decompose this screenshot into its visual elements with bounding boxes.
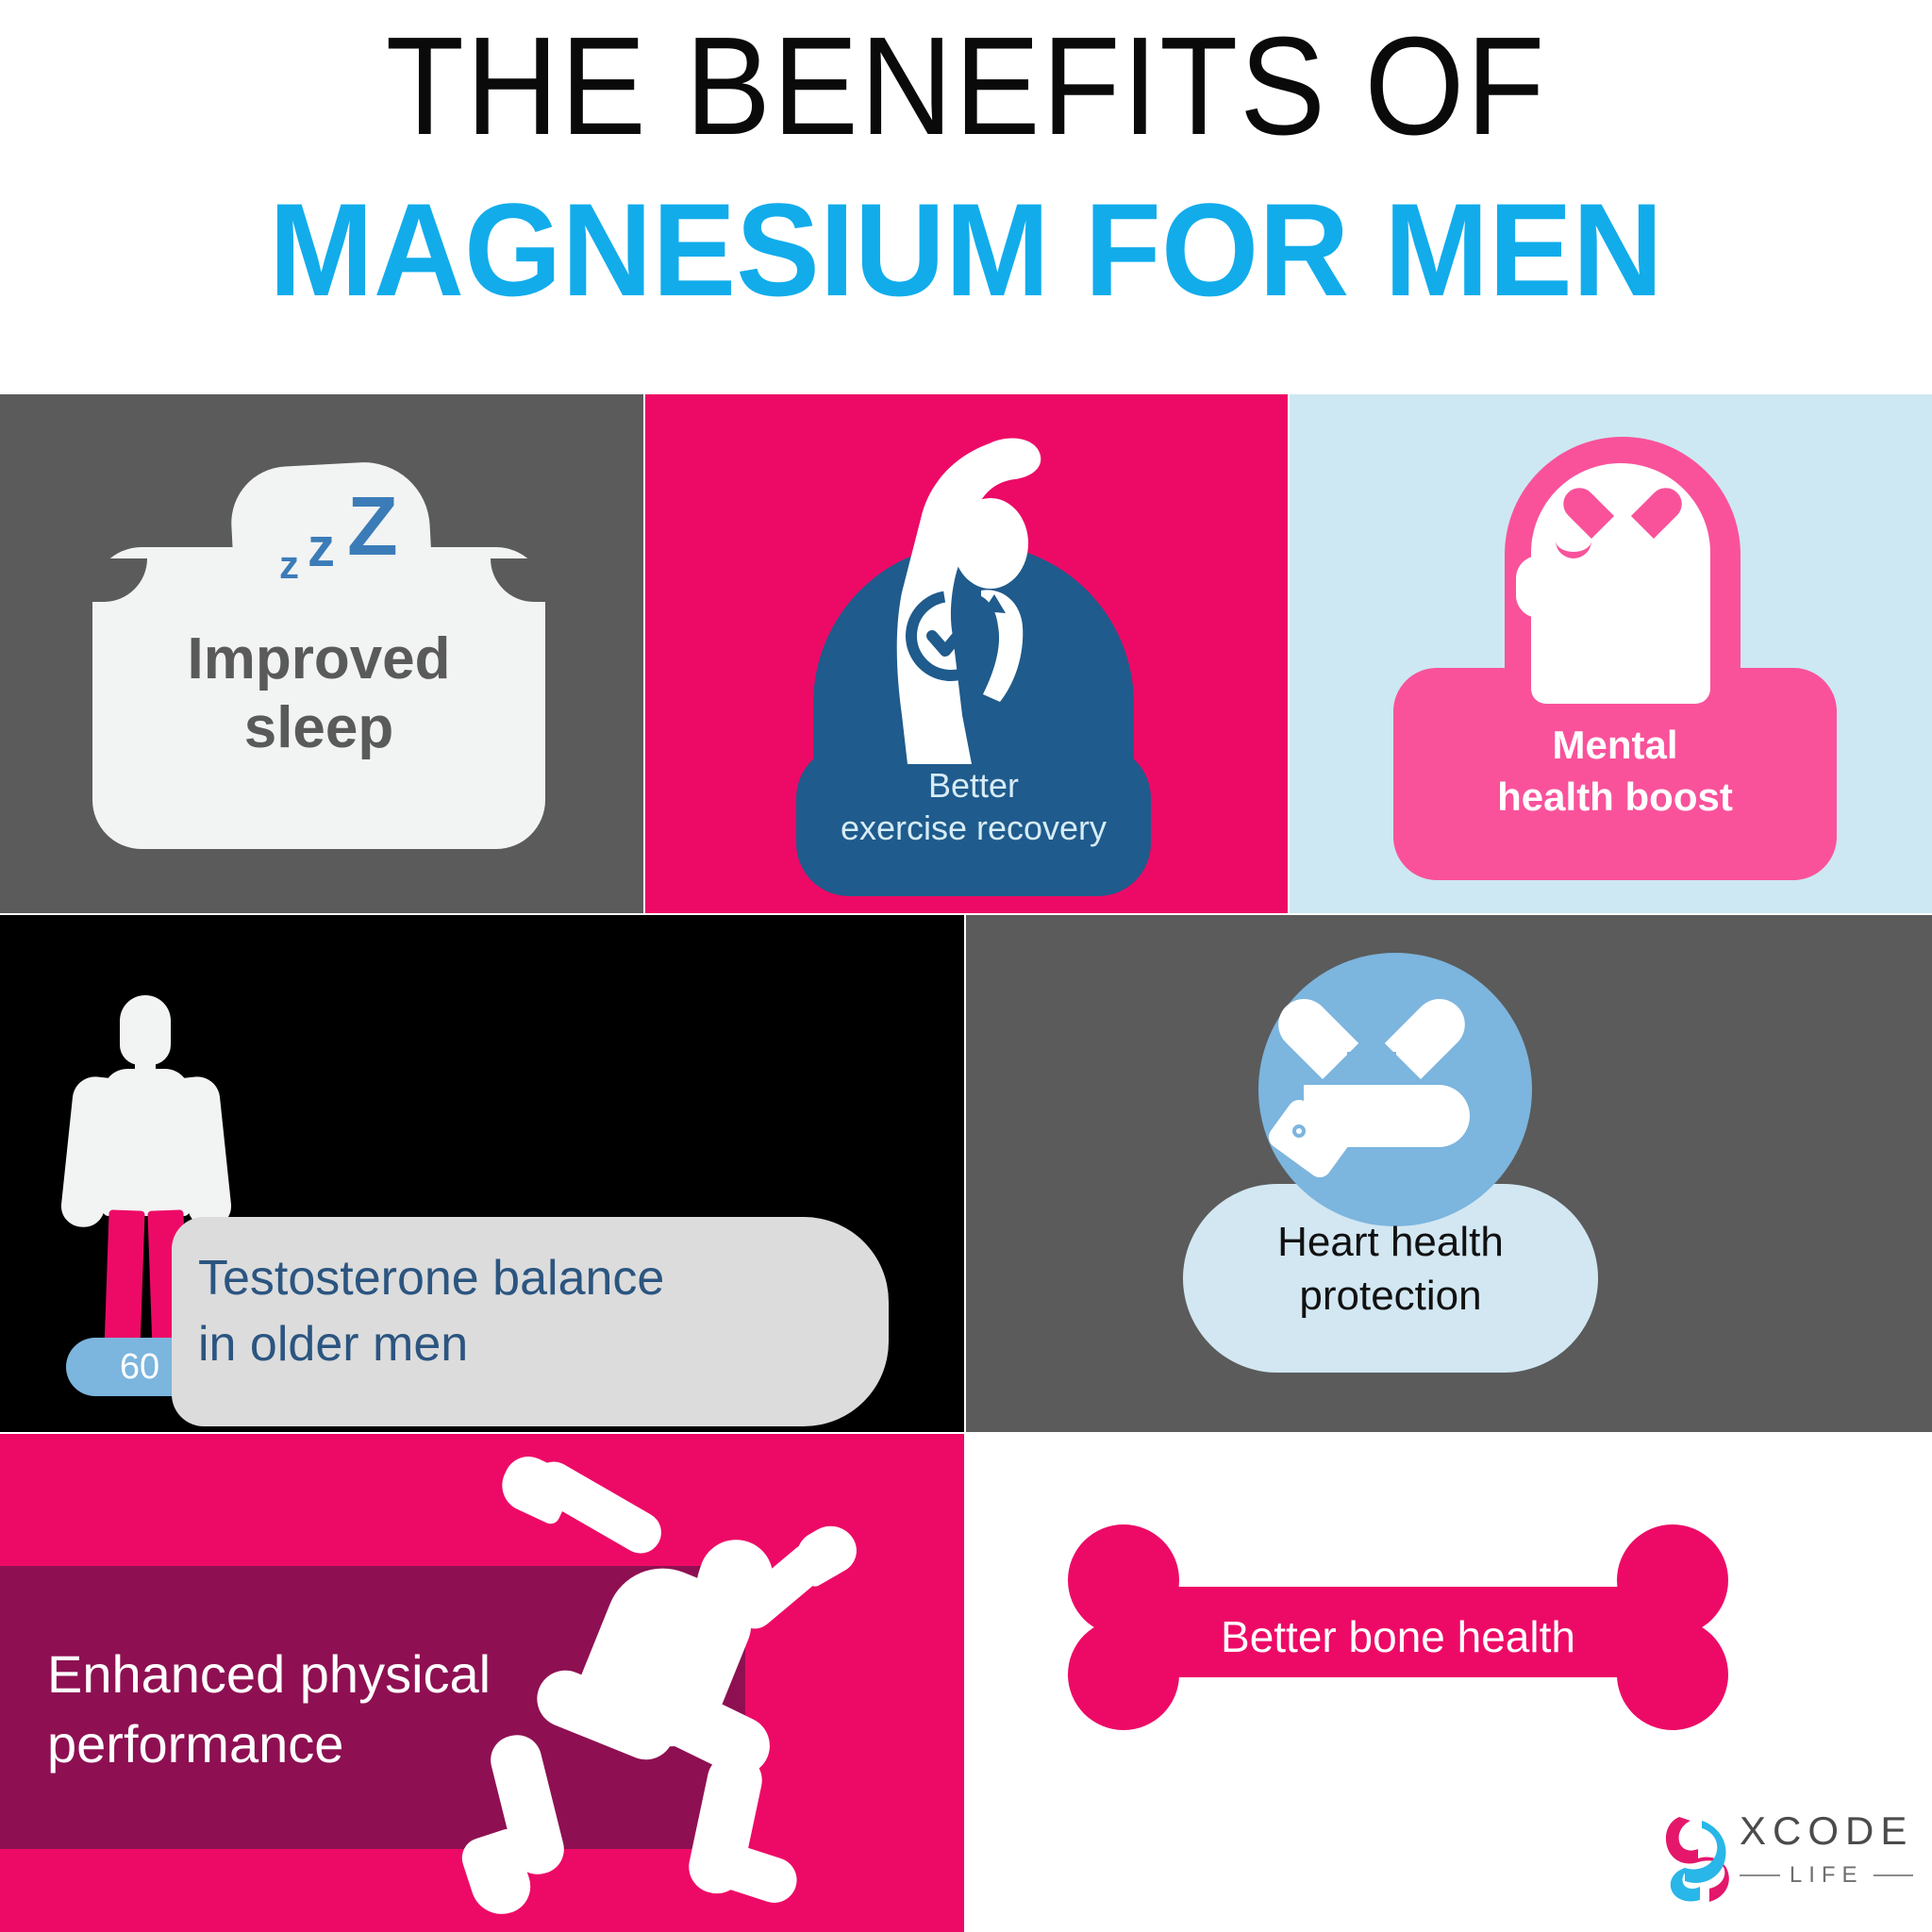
testosterone-label-line2: in older men bbox=[198, 1317, 469, 1373]
bone-icon: Better bone health bbox=[1068, 1524, 1728, 1730]
benefit-card-bone-health: Better bone health XCODE LIFE bbox=[966, 1434, 1932, 1932]
brand-logo[interactable]: XCODE LIFE bbox=[1660, 1800, 1914, 1909]
logo-tagline: LIFE bbox=[1789, 1862, 1864, 1888]
logo-rule-right bbox=[1873, 1874, 1914, 1876]
page-title-line1: THE BENEFITS OF bbox=[385, 8, 1547, 164]
cuff-button-icon bbox=[1292, 1124, 1306, 1138]
benefit-card-exercise-recovery: Better exercise recovery bbox=[645, 394, 1288, 913]
mental-health-label-line2: health boost bbox=[1497, 774, 1733, 819]
closed-eye-icon bbox=[1556, 541, 1591, 558]
hand-holding-heart-icon: Heart health protection bbox=[1183, 953, 1598, 1387]
physical-performance-label-line2: performance bbox=[47, 1713, 344, 1774]
heart-health-label-line1: Heart health bbox=[1277, 1219, 1504, 1265]
testosterone-label-line1: Testosterone balance bbox=[198, 1251, 665, 1306]
page-title-line2: MAGNESIUM FOR MEN bbox=[269, 175, 1663, 324]
improved-sleep-label-line1: Improved bbox=[187, 626, 451, 691]
logo-wordmark: XCODE bbox=[1740, 1808, 1914, 1853]
standing-man-icon bbox=[52, 995, 241, 1354]
logo-rule-left bbox=[1740, 1874, 1780, 1876]
benefit-card-physical-performance: Enhanced physical performance bbox=[0, 1434, 964, 1932]
benefit-card-improved-sleep: z z Z Improved sleep bbox=[0, 394, 643, 913]
zzz-small: z bbox=[279, 542, 299, 587]
benefit-card-testosterone: 60 Testosterone balance in older men bbox=[0, 915, 964, 1432]
zzz-large: Z bbox=[347, 479, 398, 573]
stretching-silhouette-svg bbox=[896, 438, 1041, 764]
pillow-icon: z z Z Improved sleep bbox=[91, 458, 547, 851]
stretching-person-icon: Better exercise recovery bbox=[796, 432, 1151, 896]
xcode-helix-mark-icon bbox=[1665, 1817, 1729, 1902]
physical-performance-label: Enhanced physical performance bbox=[47, 1640, 613, 1779]
mental-health-label-line1: Mental bbox=[1552, 723, 1678, 767]
figure-torso bbox=[103, 1069, 190, 1216]
logo-text-block: XCODE LIFE bbox=[1740, 1808, 1914, 1889]
logo-tagline-row: LIFE bbox=[1740, 1862, 1914, 1889]
benefit-card-heart-health: Heart health protection bbox=[966, 915, 1932, 1432]
exercise-recovery-label: Better exercise recovery bbox=[796, 764, 1151, 849]
mental-nose-shape bbox=[1516, 556, 1556, 618]
heart-health-label: Heart health protection bbox=[1183, 1215, 1598, 1323]
mental-health-label: Mental health boost bbox=[1393, 720, 1837, 823]
testosterone-label-shape bbox=[172, 1217, 889, 1426]
exercise-recovery-label-line2: exercise recovery bbox=[840, 808, 1108, 847]
physical-performance-label-line1: Enhanced physical bbox=[47, 1644, 491, 1704]
testosterone-label: Testosterone balance in older men bbox=[198, 1245, 858, 1377]
heart-health-label-line2: protection bbox=[1299, 1273, 1482, 1320]
figure-leg-left bbox=[104, 1209, 145, 1353]
head-with-heart-icon: Mental health boost bbox=[1393, 437, 1837, 880]
figure-head bbox=[120, 995, 171, 1065]
improved-sleep-label: Improved sleep bbox=[92, 625, 545, 762]
plus-icon-horizontal bbox=[1347, 1052, 1396, 1058]
exercise-recovery-label-line1: Better bbox=[927, 766, 1020, 805]
bone-health-label: Better bone health bbox=[1221, 1612, 1575, 1661]
exercise-label-shape bbox=[796, 745, 1151, 896]
bone-shaft-shape bbox=[1126, 1587, 1670, 1677]
zzz-medium: z bbox=[308, 517, 335, 578]
benefit-card-mental-health: Mental health boost bbox=[1290, 394, 1932, 913]
header: THE BENEFITS OF MAGNESIUM FOR MEN bbox=[0, 0, 1932, 394]
runner-hand-back bbox=[493, 1448, 578, 1527]
pillow-body-shape bbox=[91, 547, 547, 849]
improved-sleep-label-line2: sleep bbox=[243, 695, 394, 761]
heart-icon bbox=[1591, 490, 1654, 548]
